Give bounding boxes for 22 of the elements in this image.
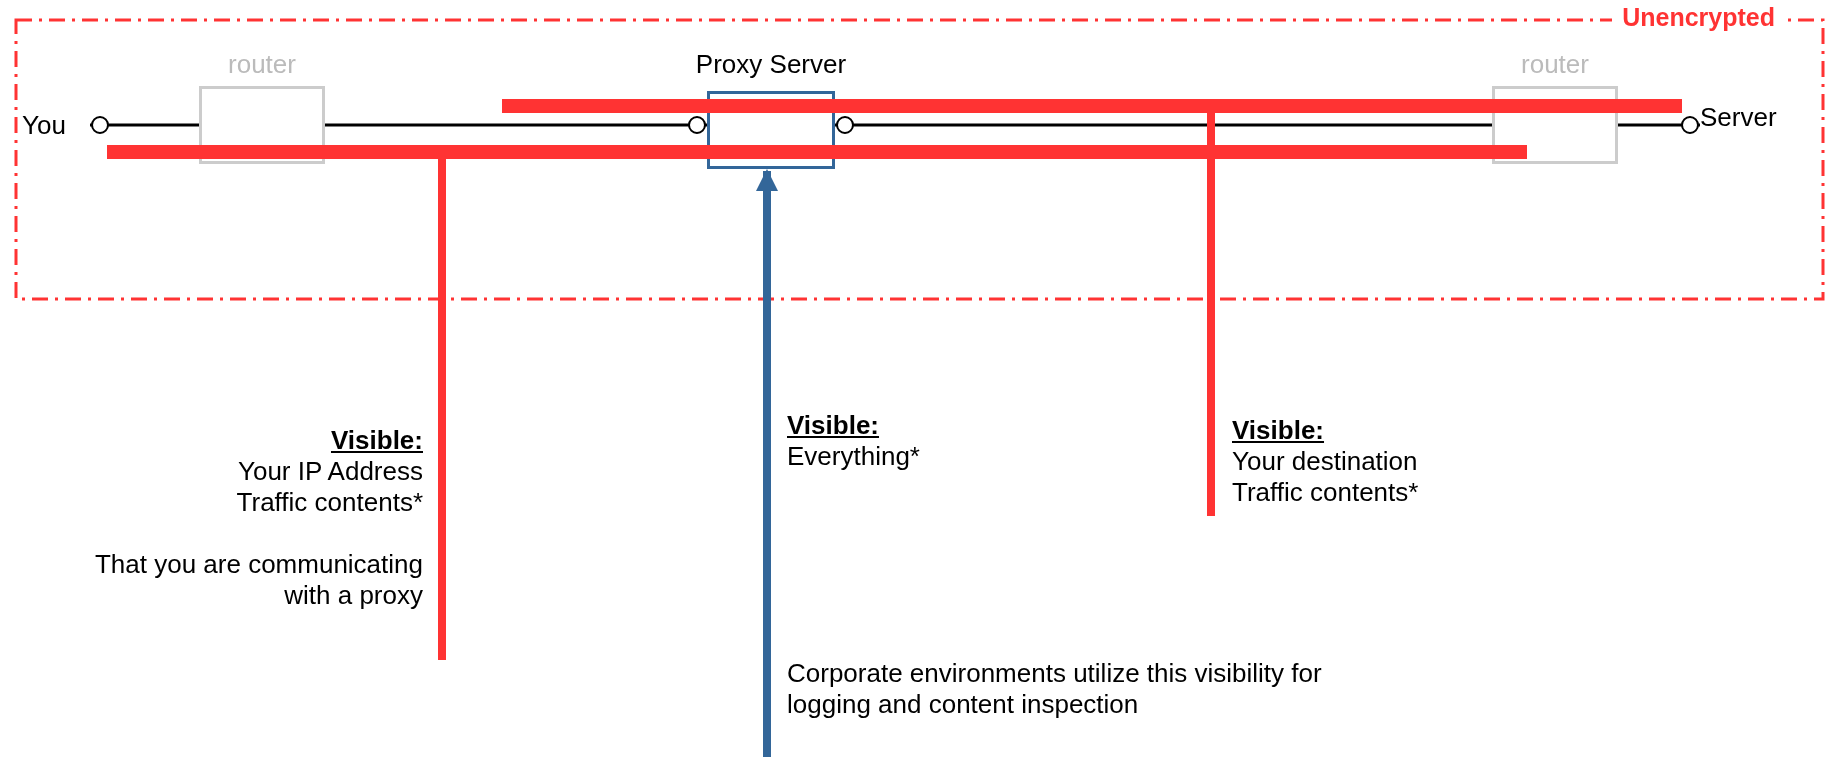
note-text: Your IP Address [236,456,423,487]
endpoint-label: Server [1700,100,1810,134]
note-text: Traffic contents* [235,487,423,518]
note-text: Traffic contents* [1232,477,1420,508]
endpoint-label: You [22,108,90,142]
connection-line [835,116,1492,134]
router-label: router [1520,48,1590,80]
arrow [756,169,778,757]
visibility-bar [107,145,1527,159]
router-label: router [227,48,297,80]
connection-line [325,116,707,134]
connection-line [1618,116,1700,134]
heading: Visible: [787,410,879,441]
note-text: Corporate environments utilize this visibility for logging and content inspection [787,658,1323,720]
visibility-bar [502,99,1682,113]
heading: Visible: [1232,415,1325,446]
note-text: That you are communicating with a proxy [93,549,423,611]
connection-line [90,116,199,134]
note-text: Your destination [1232,446,1419,477]
note-text: Everything* [787,441,920,472]
heading: Visible: [330,425,423,456]
proxy-server-label: Proxy Server [694,48,848,80]
